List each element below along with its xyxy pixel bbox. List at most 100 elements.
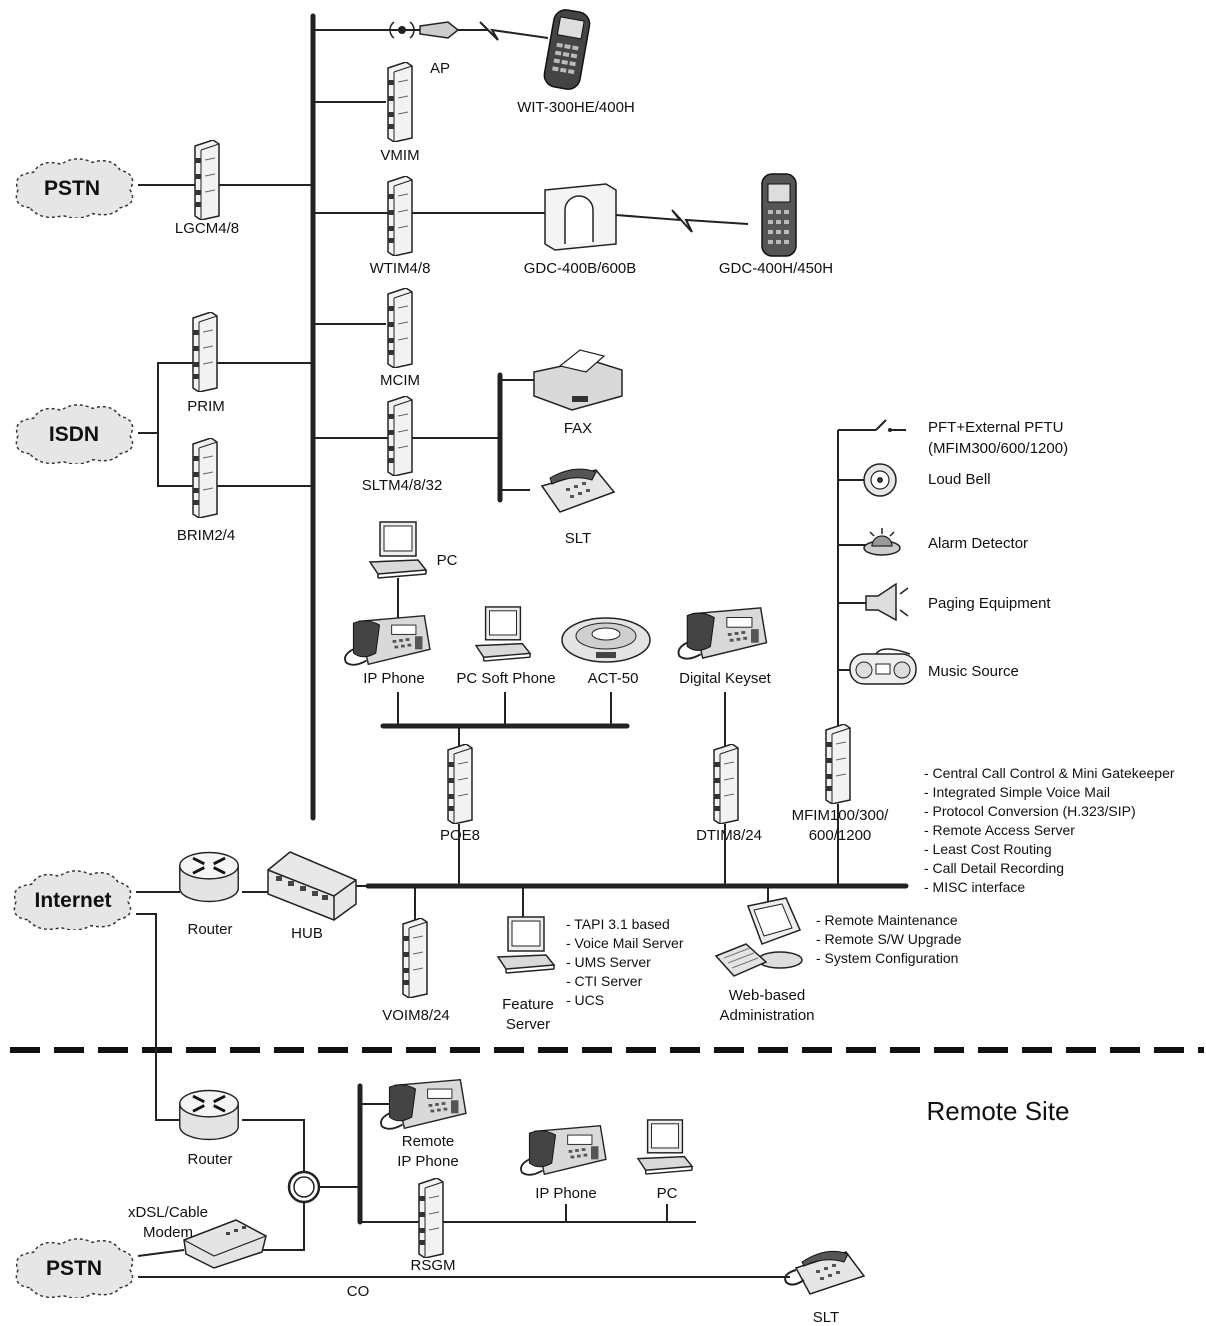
internet-label: Internet xyxy=(34,889,111,912)
alarm-detector-label: Alarm Detector xyxy=(928,535,1028,552)
pstn-top-label: PSTN xyxy=(44,177,100,200)
mfim-label-1: MFIM100/300/ xyxy=(792,807,890,824)
ap-wireless-link xyxy=(458,21,549,41)
ap-antenna-icon xyxy=(389,21,460,39)
mfim-feature-item: - Remote Access Server xyxy=(924,822,1075,838)
pft-label-1: PFT+External PFTU xyxy=(928,419,1063,436)
hub-icon xyxy=(267,851,357,921)
modem-label-1: xDSL/Cable xyxy=(128,1204,208,1221)
lgcm-label: LGCM4/8 xyxy=(175,220,239,237)
pc-top-label: PC xyxy=(437,552,458,569)
dtim-label: DTIM8/24 xyxy=(696,827,762,844)
web-admin-list: - Remote Maintenance - Remote S/W Upgrad… xyxy=(816,912,962,966)
web-admin-pc-icon xyxy=(714,897,803,977)
slt-phone-icon xyxy=(540,468,616,513)
pc-remote-icon xyxy=(637,1119,693,1175)
wtim-module-icon xyxy=(387,176,413,256)
pft-switch-icon xyxy=(875,419,906,432)
lgcm-module-icon xyxy=(194,140,220,220)
feature-server-icon xyxy=(497,916,555,974)
feature-server-item: - CTI Server xyxy=(566,973,643,989)
feature-server-item: - Voice Mail Server xyxy=(566,935,684,951)
mcim-label: MCIM xyxy=(380,372,420,389)
web-admin-item: - Remote Maintenance xyxy=(816,912,958,928)
brim-module-icon xyxy=(192,438,218,518)
feature-server-item: - UMS Server xyxy=(566,954,651,970)
mfim-feature-item: - Integrated Simple Voice Mail xyxy=(924,784,1110,800)
gdc-base-label: GDC-400B/600B xyxy=(524,260,637,277)
gdc-handset-label: GDC-400H/450H xyxy=(719,260,833,277)
remote-site-title: Remote Site xyxy=(926,1096,1069,1126)
hub-label: HUB xyxy=(291,925,323,942)
voim-module-icon xyxy=(402,918,428,998)
music-source-label: Music Source xyxy=(928,663,1019,680)
mfim-feature-item: - Central Call Control & Mini Gatekeeper xyxy=(924,765,1175,781)
internet-to-remote-link xyxy=(136,913,180,1121)
mfim-label-2: 600/1200 xyxy=(809,827,872,844)
brim-label: BRIM2/4 xyxy=(177,527,235,544)
web-admin-label-2: Administration xyxy=(719,1007,814,1024)
router-bottom-icon xyxy=(178,1089,240,1141)
remote-ip-phone-label-1: Remote xyxy=(402,1133,455,1150)
mfim-feature-item: - Protocol Conversion (H.323/SIP) xyxy=(924,803,1136,819)
pstn-bottom-label: PSTN xyxy=(46,1257,102,1280)
slt-bottom-label: SLT xyxy=(813,1309,839,1326)
act50-label: ACT-50 xyxy=(588,670,639,687)
loud-bell-label: Loud Bell xyxy=(928,471,991,488)
feature-server-label-1: Feature xyxy=(502,996,554,1013)
ip-phone-icon xyxy=(344,614,431,666)
gdc-base-station-icon xyxy=(544,183,617,251)
voim-label: VOIM8/24 xyxy=(382,1007,450,1024)
rsgm-label: RSGM xyxy=(411,1257,456,1274)
digital-keyset-icon xyxy=(677,606,768,660)
gdc-handset-icon xyxy=(761,173,797,257)
ip-phone-remote-label: IP Phone xyxy=(535,1185,596,1202)
slt-bottom-phone-icon xyxy=(784,1250,866,1295)
pc-remote-label: PC xyxy=(657,1185,678,1202)
slt-top-label: SLT xyxy=(565,530,591,547)
ip-phone-label: IP Phone xyxy=(363,670,424,687)
sltm-module-icon xyxy=(387,396,413,476)
mfim-feature-item: - MISC interface xyxy=(924,879,1025,895)
feature-server-item: - TAPI 3.1 based xyxy=(566,916,670,932)
feature-server-list: - TAPI 3.1 based - Voice Mail Server - U… xyxy=(566,916,684,1008)
act50-conference-phone-icon xyxy=(561,617,651,663)
prim-module-icon xyxy=(192,312,218,392)
ap-label: AP xyxy=(430,60,450,77)
wtim-label: WTIM4/8 xyxy=(370,260,431,277)
web-admin-label-1: Web-based xyxy=(729,987,805,1004)
fax-label: FAX xyxy=(564,420,592,437)
mfim-feature-item: - Least Cost Routing xyxy=(924,841,1052,857)
sltm-label: SLTM4/8/32 xyxy=(362,477,443,494)
paging-equipment-label: Paging Equipment xyxy=(928,595,1051,612)
music-source-icon xyxy=(849,648,917,685)
feature-server-item: - UCS xyxy=(566,992,604,1008)
fax-machine-icon xyxy=(533,349,623,411)
web-admin-item: - System Configuration xyxy=(816,950,958,966)
router-top-icon xyxy=(178,851,240,903)
mfim-features-list: - Central Call Control & Mini Gatekeeper… xyxy=(924,765,1175,895)
pc-icon xyxy=(369,521,427,579)
web-admin-item: - Remote S/W Upgrade xyxy=(816,931,962,947)
remote-ip-phone-icon xyxy=(380,1078,467,1130)
remote-ip-phone-2-icon xyxy=(520,1124,607,1176)
remote-ip-phone-label-2: IP Phone xyxy=(397,1153,458,1170)
feature-server-label-2: Server xyxy=(506,1016,550,1033)
co-label: CO xyxy=(347,1283,370,1300)
router-top-label: Router xyxy=(187,921,232,938)
router-bottom-label: Router xyxy=(187,1151,232,1168)
wit-label: WIT-300HE/400H xyxy=(517,99,635,116)
mfim-module-icon xyxy=(825,724,851,804)
pc-soft-phone-label: PC Soft Phone xyxy=(456,670,555,687)
wit-handset-icon xyxy=(543,9,591,90)
pft-label-2: (MFIM300/600/1200) xyxy=(928,440,1068,457)
digital-keyset-label: Digital Keyset xyxy=(679,670,772,687)
mcim-module-icon xyxy=(387,288,413,368)
dtim-module-icon xyxy=(713,744,739,824)
vmim-label: VMIM xyxy=(380,147,419,164)
rsgm-module-icon xyxy=(418,1178,444,1258)
prim-label: PRIM xyxy=(187,398,225,415)
vmim-module-icon xyxy=(387,62,413,142)
poe8-module-icon xyxy=(447,744,473,824)
